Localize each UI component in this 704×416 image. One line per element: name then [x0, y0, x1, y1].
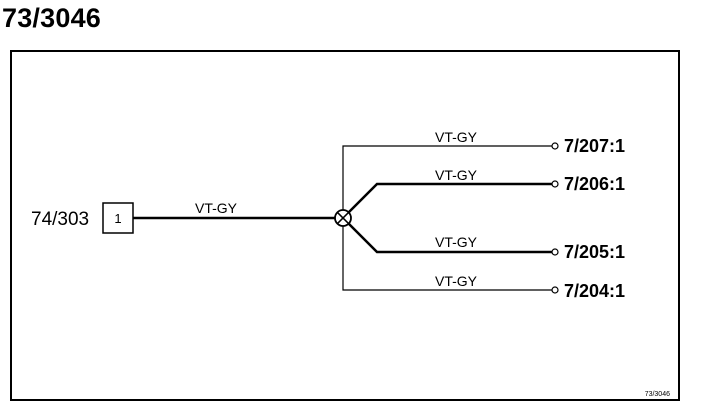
- branch-wire-7-204[interactable]: [342, 226, 552, 291]
- main-wire-label: VT-GY: [195, 200, 238, 216]
- terminal-point[interactable]: [551, 180, 559, 188]
- branch-wire-7-207[interactable]: [342, 145, 552, 210]
- branch-wire-label: VT-GY: [435, 129, 478, 145]
- branch-wire-label: VT-GY: [435, 167, 478, 183]
- diagram-title: 73/3046: [2, 3, 101, 33]
- terminal-point[interactable]: [551, 286, 559, 294]
- branch-target-7-204: 7/204:1: [564, 281, 625, 301]
- branch-wire-7-206[interactable]: [347, 182, 552, 214]
- splice-node-cross: [336, 211, 350, 225]
- branch-wire-label: VT-GY: [435, 273, 478, 289]
- terminal-point[interactable]: [551, 142, 559, 150]
- diagram-frame: [10, 50, 680, 401]
- source-pin-number: 1: [114, 211, 121, 226]
- source-pin-box[interactable]: [102, 202, 134, 234]
- branch-target-7-206: 7/206:1: [564, 174, 625, 194]
- terminal-point[interactable]: [551, 248, 559, 256]
- source-connector-label: 74/303: [31, 209, 89, 230]
- branch-wire-7-205[interactable]: [347, 222, 552, 254]
- footer-reference: 73/3046: [645, 391, 670, 398]
- branch-target-7-207: 7/207:1: [564, 136, 625, 156]
- splice-node[interactable]: [334, 209, 352, 227]
- branch-wire-label: VT-GY: [435, 234, 478, 250]
- branch-target-7-205: 7/205:1: [564, 242, 625, 262]
